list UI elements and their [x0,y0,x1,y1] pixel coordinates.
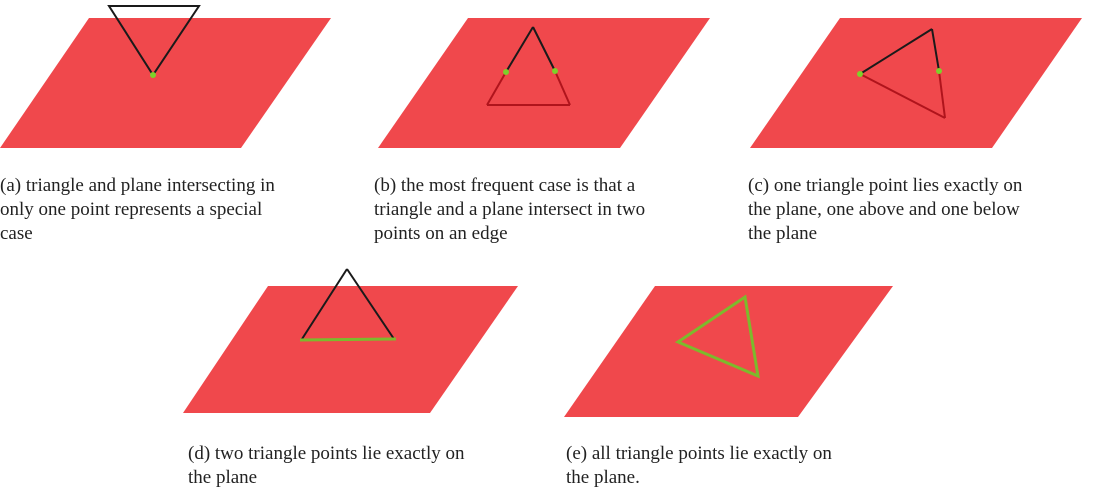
plane [378,18,710,148]
caption-line: (d) two triangle points lie exactly on [188,443,465,464]
plane [0,18,331,148]
caption-e: (e) all triangle points lie exactly on t… [566,442,926,490]
diagram-a [0,5,331,148]
triangle-above-plane [107,5,201,77]
caption-line: points on an edge [374,223,508,244]
plane [750,18,1082,148]
diagram-c [750,18,1082,148]
subfigure-d [170,262,540,422]
diagram-e [564,286,893,417]
intersection-point [552,68,558,74]
edge-above-plane [505,26,534,73]
caption-line: (b) the most frequent case is that a [374,175,636,196]
subfigure-b [370,0,740,160]
subfigure-a [0,0,370,260]
caption-line: the plane. [566,467,640,488]
edge-below-plane [859,73,946,119]
diagram-b [378,18,710,148]
caption-line: (c) one triangle point lies exactly on [748,175,1023,196]
caption-a: (a) triangle and plane intersecting in o… [0,174,358,246]
plane [183,286,518,413]
edge-above-plane [346,268,395,340]
plane [564,286,893,417]
caption-c: (c) one triangle point lies exactly on t… [748,174,1098,246]
caption-d: (d) two triangle points lie exactly on t… [188,442,548,490]
caption-line: the plane [188,467,258,488]
intersection-point [150,72,156,78]
intersection-point [936,68,942,74]
subfigure-c [740,0,1104,160]
triangle-on-plane [674,294,760,379]
caption-b: (b) the most frequent case is that a tri… [374,174,734,246]
intersection-point [503,69,509,75]
subfigure-e [548,262,918,422]
edge-above-plane [859,28,933,75]
intersection-point [857,71,863,77]
caption-line: (e) all triangle points lie exactly on [566,443,832,464]
caption-line: the plane, one above and one below [748,199,1020,220]
edge-below-plane [938,70,946,119]
edge-below-plane [554,70,571,106]
caption-line: the plane [748,223,818,244]
caption-line: case [0,223,33,244]
edge-above-plane [532,26,556,72]
caption-line: triangle and a plane intersect in two [374,199,646,220]
caption-line: (a) triangle and plane intersecting in [0,175,275,196]
edge-above-plane [301,268,348,340]
caption-line: only one point represents a special [0,199,263,220]
edge-above-plane [931,28,940,72]
edge-on-plane [299,337,397,342]
diagram-d [183,268,518,413]
edge-below-plane [486,71,507,106]
